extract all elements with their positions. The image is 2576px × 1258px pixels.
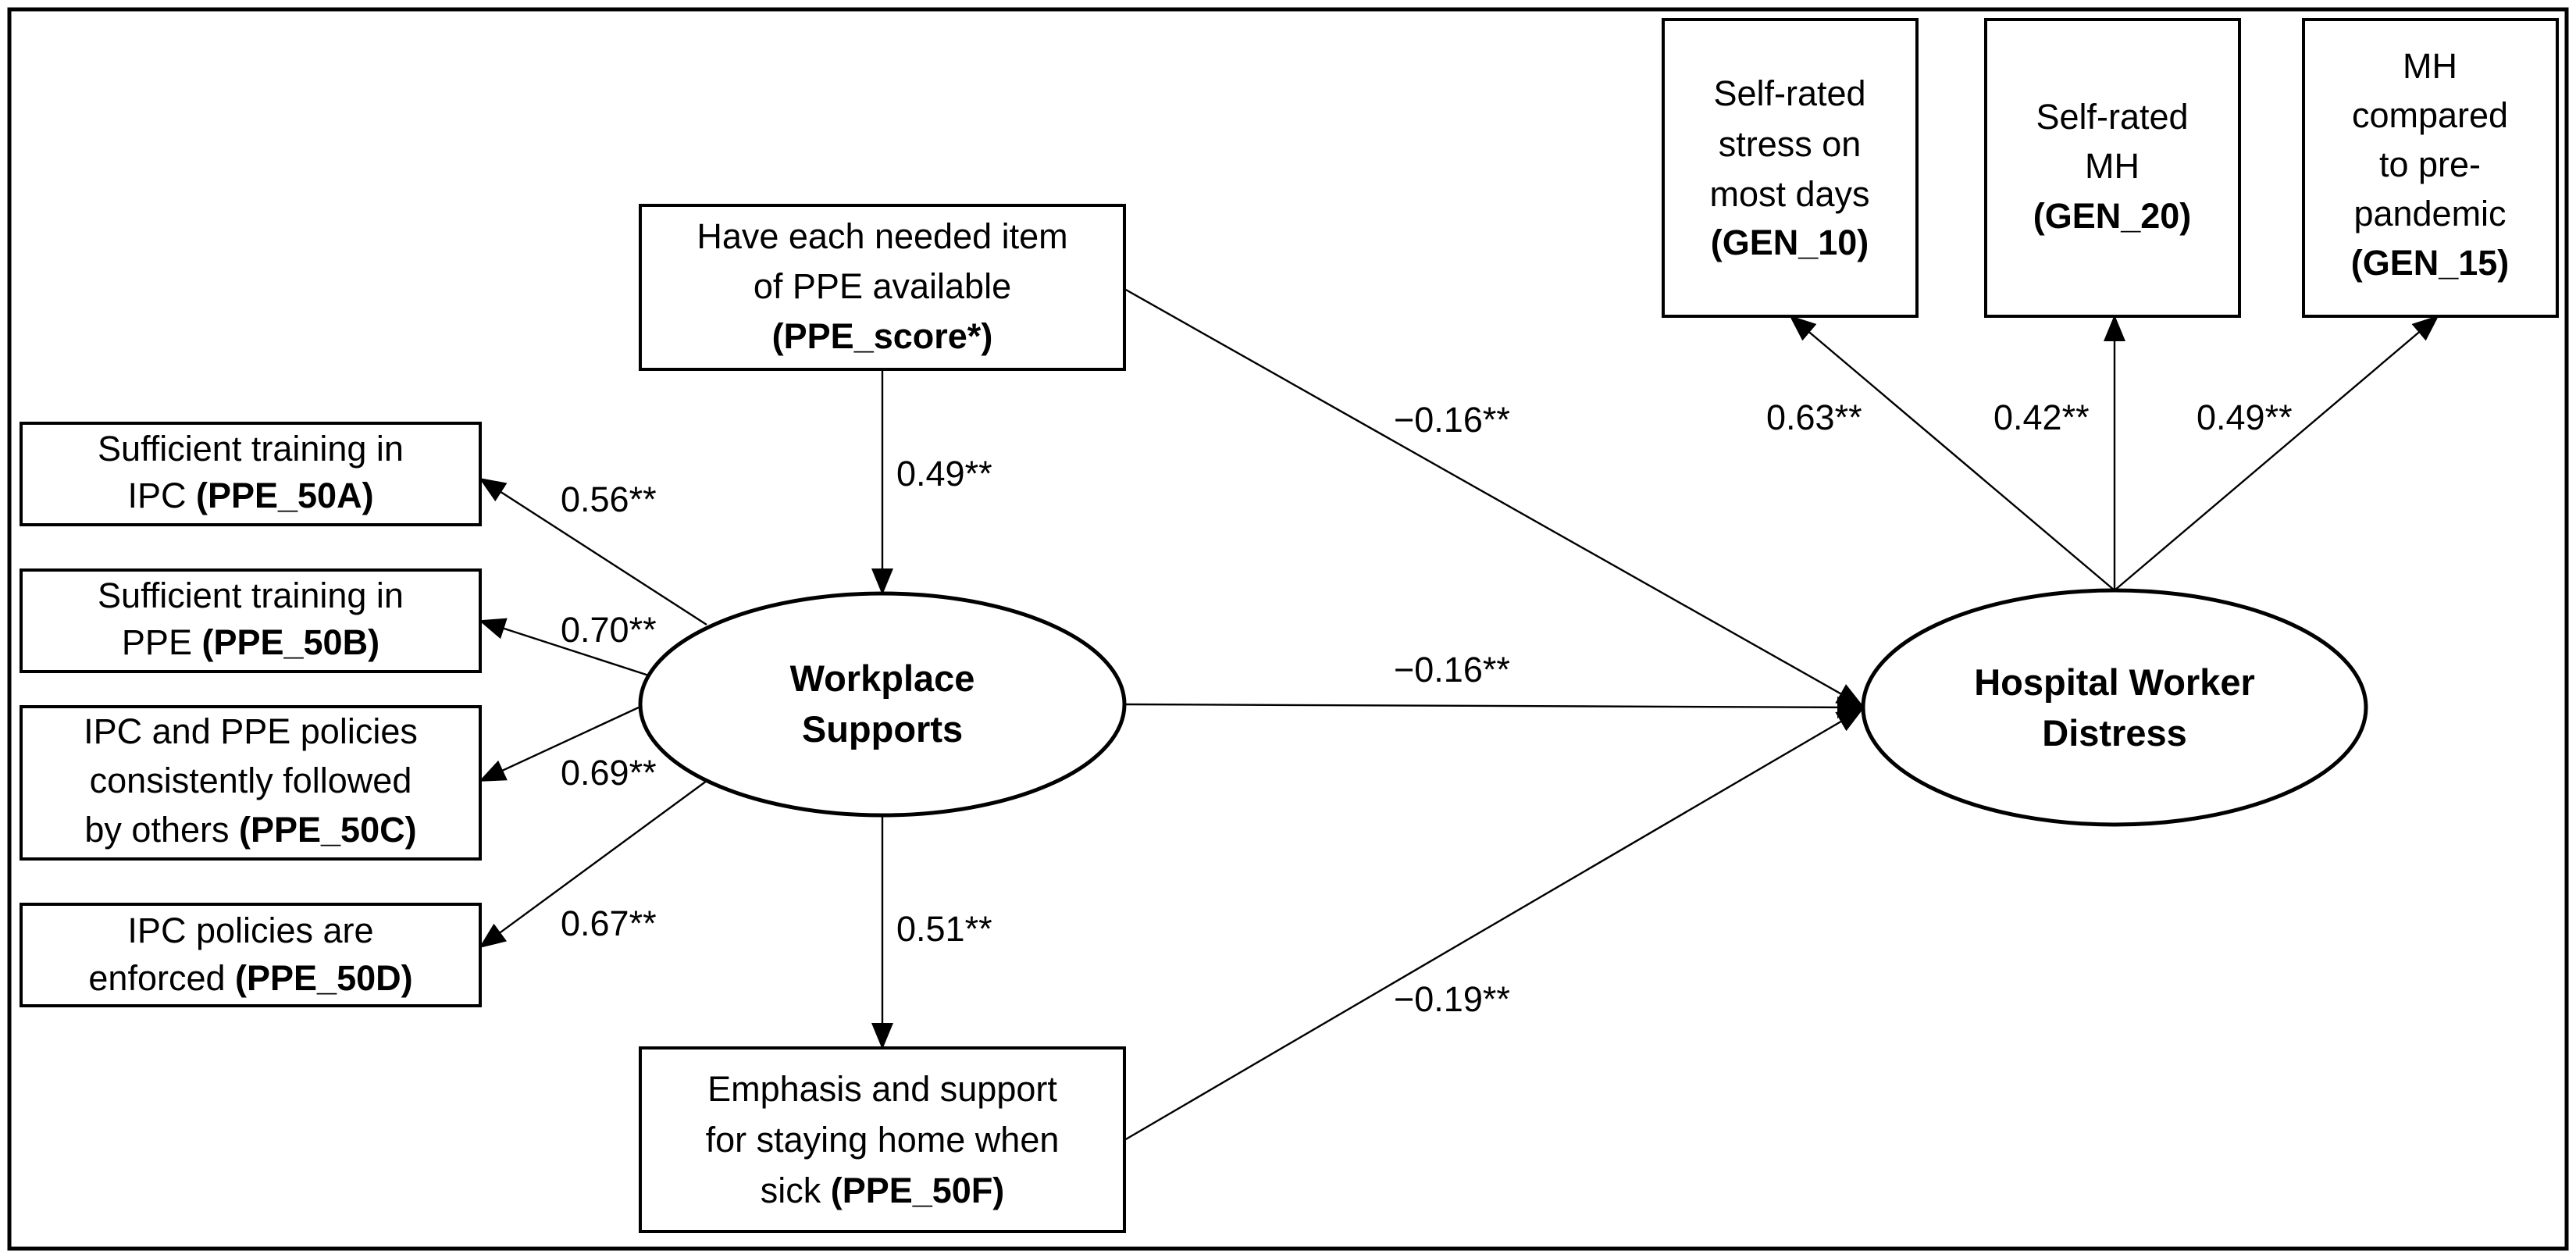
distress-label-line2: Distress	[2042, 712, 2187, 754]
coef-ppe-score-to-workplace: 0.49**	[896, 454, 992, 494]
gen-15-line2: compared	[2352, 95, 2508, 135]
gen-20-code: (GEN_20)	[2033, 196, 2192, 236]
box-ppe-score: Have each needed item of PPE available (…	[639, 204, 1126, 371]
box-ppe-50a: Sufficient training in IPC (PPE_50A)	[20, 422, 482, 526]
latent-workplace-supports: Workplace Supports	[638, 591, 1127, 818]
gen-15-line1: MH	[2403, 46, 2457, 86]
workplace-label-line2: Supports	[802, 708, 963, 750]
gen-15-line4: pandemic	[2353, 194, 2506, 233]
ppe-50b-line1: Sufficient training in	[98, 576, 404, 615]
latent-hospital-worker-distress: Hospital Worker Distress	[1861, 588, 2368, 827]
path-workplace-to-ppe-50a	[479, 477, 707, 626]
coef-workplace-to-ppe-50a: 0.56**	[561, 479, 657, 519]
ppe-50a-line2: IPC (PPE_50A)	[127, 476, 373, 515]
coef-workplace-to-distress: −0.16**	[1394, 650, 1510, 690]
ppe-50a-line1: Sufficient training in	[98, 429, 404, 469]
box-ppe-50d: IPC policies are enforced (PPE_50D)	[20, 903, 482, 1007]
ppe-50f-line1: Emphasis and support	[707, 1069, 1057, 1109]
ppe-50c-line3: by others (PPE_50C)	[84, 810, 416, 850]
gen-10-line2: stress on	[1719, 124, 1862, 164]
distress-label-line1: Hospital Worker	[1974, 661, 2255, 703]
ppe-50f-code: (PPE_50F)	[831, 1171, 1005, 1210]
ppe-50c-line3-text: by others	[84, 810, 239, 850]
coef-workplace-to-ppe-50b: 0.70**	[561, 610, 657, 650]
ppe-50c-code: (PPE_50C)	[239, 810, 417, 850]
gen-15-code: (GEN_15)	[2351, 243, 2510, 283]
ppe-50f-line3-text: sick	[761, 1171, 831, 1210]
gen-20-line1: Self-rated	[2036, 97, 2188, 137]
path-distress-to-gen15	[2114, 315, 2439, 591]
path-ppe-50f-to-distress	[1124, 707, 1864, 1142]
path-ppe-score-to-distress	[1124, 287, 1864, 707]
ppe-50a-code: (PPE_50A)	[196, 476, 374, 515]
box-gen-20: Self-rated MH (GEN_20)	[1984, 18, 2241, 318]
coef-distress-to-gen10: 0.63**	[1766, 397, 1862, 437]
ppe-50f-line3: sick (PPE_50F)	[761, 1171, 1005, 1210]
ppe-50f-line2: for staying home when	[706, 1120, 1060, 1160]
ppe-score-line1: Have each needed item	[697, 216, 1067, 256]
ppe-score-line2: of PPE available	[754, 266, 1011, 306]
ppe-50c-line1: IPC and PPE policies	[84, 711, 418, 751]
path-workplace-to-ppe-50d	[479, 780, 707, 949]
box-ppe-50b: Sufficient training in PPE (PPE_50B)	[20, 568, 482, 673]
path-workplace-to-ppe-50b	[479, 618, 657, 679]
workplace-label-line1: Workplace	[790, 658, 975, 699]
ppe-50b-line2-text: PPE	[122, 622, 202, 662]
ppe-50d-code: (PPE_50D)	[235, 958, 413, 998]
gen-15-line3: to pre-	[2379, 144, 2481, 184]
coef-workplace-to-ppe-50d: 0.67**	[561, 903, 657, 943]
gen-10-code: (GEN_10)	[1711, 223, 1869, 262]
ppe-50b-code: (PPE_50B)	[201, 622, 379, 662]
box-gen-10: Self-rated stress on most days (GEN_10)	[1662, 18, 1919, 318]
coef-distress-to-gen20: 0.42**	[1993, 397, 2090, 437]
ppe-50d-line1: IPC policies are	[127, 911, 373, 950]
gen-10-line3: most days	[1709, 174, 1869, 214]
box-gen-15: MH compared to pre- pandemic (GEN_15)	[2302, 18, 2559, 318]
coef-distress-to-gen15: 0.49**	[2197, 397, 2293, 437]
path-workplace-to-distress	[1124, 696, 1864, 718]
gen-20-line2: MH	[2085, 146, 2140, 186]
outer-frame	[7, 7, 2569, 1251]
box-ppe-50c: IPC and PPE policies consistently follow…	[20, 705, 482, 861]
box-ppe-50f: Emphasis and support for staying home wh…	[639, 1046, 1126, 1233]
ppe-50d-line2: enforced (PPE_50D)	[88, 958, 412, 998]
coef-ppe-score-to-distress: −0.16**	[1394, 400, 1510, 440]
ppe-50b-line2: PPE (PPE_50B)	[122, 622, 379, 662]
ppe-50c-line2: consistently followed	[90, 761, 412, 800]
coef-workplace-to-ppe-50f: 0.51**	[896, 909, 992, 949]
coef-ppe-50f-to-distress: −0.19**	[1394, 979, 1510, 1019]
gen-10-line1: Self-rated	[1713, 73, 1865, 113]
ppe-score-code: (PPE_score*)	[772, 316, 993, 356]
path-workplace-to-ppe-50c	[479, 705, 641, 782]
ppe-50a-line2-text: IPC	[127, 476, 196, 515]
ppe-50d-line2-text: enforced	[88, 958, 235, 998]
path-distress-to-gen10	[1789, 315, 2115, 591]
coef-workplace-to-ppe-50c: 0.69**	[561, 753, 657, 793]
